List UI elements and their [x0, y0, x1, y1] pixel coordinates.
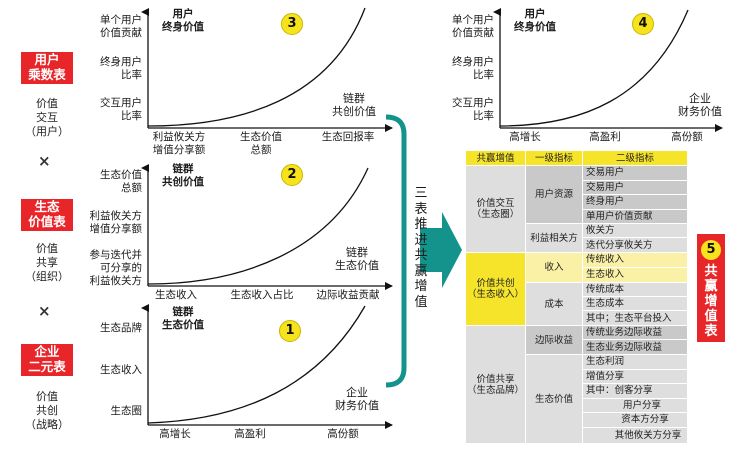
chart1-yaxis-title: 链群 生态价值	[162, 306, 204, 331]
chart2-badge: 2	[281, 164, 303, 186]
chart2-curve	[147, 167, 369, 285]
chart4-xtick: 高盈利	[589, 131, 621, 143]
chart3-curve	[147, 7, 366, 127]
table-item: 交易用户	[583, 166, 687, 181]
chart2-xtick: 生态收入占比	[230, 289, 294, 301]
chart3-xtick: 利益攸关方 增值分享额	[152, 131, 206, 156]
chart2-ytick: 利益攸关方 增值分享额	[89, 210, 143, 235]
table-sub-cell: 边际收益	[526, 326, 582, 354]
table-item: 交易用户	[583, 180, 687, 195]
table-header: 一级指标	[526, 151, 582, 165]
table-item: 资本方分享	[583, 413, 687, 428]
chart3-ytick: 单个用户 价值贡献	[100, 14, 142, 39]
chart2-xtick: 生态收入	[155, 289, 197, 301]
table-header: 二级指标	[583, 151, 687, 165]
chart1-ytick: 生态收入	[100, 364, 142, 376]
teal-bracket	[385, 114, 407, 388]
legend-eco-value-title: 生态 价值表	[21, 199, 73, 231]
chart1-xtick: 高份额	[327, 428, 359, 440]
chart3-curve-label: 链群 共创价值	[332, 92, 376, 118]
table-group-cell: 价值共享 （生态品牌）	[466, 326, 525, 443]
chart4-ytick: 交互用户 比率	[452, 97, 494, 122]
chart1-curve	[147, 305, 366, 424]
chart1-badge: 1	[279, 320, 301, 342]
chart4-yaxis-title: 用户 终身价值	[514, 8, 556, 33]
table-group-cell: 价值交互 （生态圈）	[466, 166, 525, 252]
chart2-curve-label: 链群 生态价值	[335, 246, 379, 272]
table-item: 迭代分享攸关方	[583, 238, 687, 252]
chart2-xtick: 边际收益贡献	[316, 289, 380, 301]
center-title: 三表推进共赢增值	[414, 186, 428, 310]
chart1-axes	[141, 304, 393, 429]
times-icon: ×	[38, 152, 51, 170]
table-item: 攸关方	[583, 224, 687, 238]
table-item: 单用户价值贡献	[583, 209, 687, 223]
chart1-ytick: 生态圈	[110, 405, 143, 417]
chart1-xtick: 高盈利	[234, 428, 266, 440]
chart4-badge: 4	[632, 13, 654, 35]
times-icon: ×	[38, 302, 51, 320]
table-item: 生态成本	[583, 297, 687, 311]
legend-eco-value-sub: 价值 共享 （组织）	[25, 242, 69, 283]
chart3-badge: 3	[281, 13, 303, 35]
chart4-ytick: 单个用户 价值贡献	[452, 14, 494, 39]
legend-enterprise-binary-sub: 价值 共创 （战略）	[25, 390, 69, 431]
chart2-ytick: 参与迭代并 可分享的 利益攸关方	[89, 249, 143, 287]
table-item: 生态利润	[583, 355, 687, 370]
table-sub-cell: 利益相关方	[526, 224, 582, 252]
right-badge-label: 共赢增值表	[704, 264, 718, 339]
chart3-xtick: 生态回报率	[321, 131, 375, 143]
table-item: 其中；生态平台投入	[583, 311, 687, 325]
chart1-xtick: 高增长	[159, 428, 191, 440]
win-win-table-badge: 5 共赢增值表	[697, 234, 725, 342]
chart3-axes	[141, 7, 393, 132]
table-item: 生态收入	[583, 267, 687, 282]
chart3-ytick: 终身用户 比率	[100, 56, 142, 81]
chart2-ytick: 生态价值 总额	[100, 169, 142, 194]
table-item: 传统业务边际收益	[583, 326, 687, 340]
chart2-yaxis-title: 链群 共创价值	[162, 163, 204, 188]
chart1-curve-label: 企业 财务价值	[335, 386, 379, 412]
chart4-curve-label: 企业 财务价值	[678, 92, 722, 118]
teal-arrow	[420, 212, 462, 288]
legend-user-multiplier-title: 用户 乘数表	[21, 52, 73, 84]
chart1-ytick: 生态品牌	[100, 322, 142, 334]
chart4-xtick: 高份额	[671, 131, 703, 143]
table-sub-cell: 收入	[526, 253, 582, 282]
chart4-axes	[493, 8, 723, 132]
table-item: 终身用户	[583, 195, 687, 210]
chart4-xtick: 高增长	[509, 131, 541, 143]
table-item: 生态业务边际收益	[583, 340, 687, 354]
chart4-curve	[499, 9, 689, 127]
table-item: 增值分享	[583, 369, 687, 384]
legend-user-multiplier-sub: 价值 交互 （用户）	[25, 97, 69, 138]
chart3-xtick: 生态价值 总额	[240, 131, 282, 156]
chart4-ytick: 终身用户 比率	[452, 56, 494, 81]
table-header: 共赢增值	[466, 151, 525, 165]
table-item: 其他攸关方分享	[583, 427, 687, 443]
table-group-cell: 价值共创 （生态收入）	[466, 253, 525, 325]
right-badge-number: 5	[701, 240, 721, 260]
table-sub-cell: 用户资源	[526, 166, 582, 223]
table-item: 其中：创客分享	[583, 384, 687, 399]
table-item: 传统收入	[583, 253, 687, 268]
table-sub-cell: 生态价值	[526, 355, 582, 443]
table-item: 传统成本	[583, 283, 687, 297]
table-item: 用户分享	[583, 398, 687, 413]
chart3-yaxis-title: 用户 终身价值	[162, 8, 204, 33]
table-sub-cell: 成本	[526, 283, 582, 325]
chart2-axes	[141, 164, 393, 290]
legend-enterprise-binary-title: 企业 二元表	[21, 344, 73, 376]
chart3-ytick: 交互用户 比率	[100, 97, 142, 122]
